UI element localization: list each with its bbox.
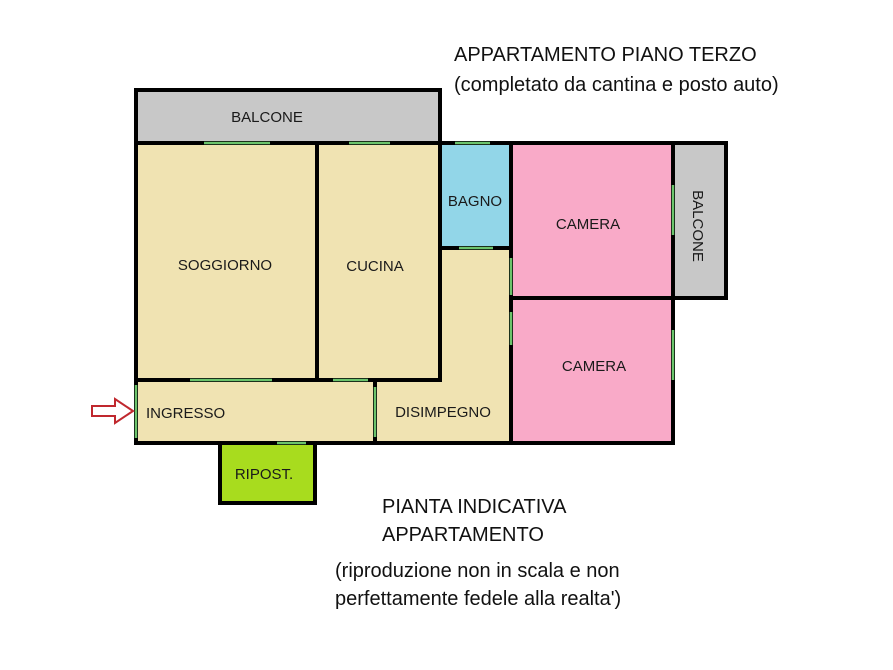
room-soggiorno xyxy=(136,143,317,380)
room-ingresso xyxy=(136,380,375,443)
label-ripostiglio: RIPOST. xyxy=(235,466,293,483)
header-title: APPARTAMENTO PIANO TERZO xyxy=(454,44,757,66)
footer-note-line1: (riproduzione non in scala e non xyxy=(335,560,620,582)
room-camera-2 xyxy=(511,298,673,443)
footer-title-line1: PIANTA INDICATIVA xyxy=(382,496,567,518)
label-balcone-top: BALCONE xyxy=(231,109,303,126)
label-cucina: CUCINA xyxy=(346,258,404,275)
room-balcone-right xyxy=(673,143,726,298)
label-bagno: BAGNO xyxy=(448,193,502,210)
room-ripostiglio xyxy=(220,443,315,503)
header-subtitle: (completato da cantina e posto auto) xyxy=(454,74,779,96)
door-openings xyxy=(134,141,675,445)
footer-title-line2: APPARTAMENTO xyxy=(382,524,544,546)
label-disimpegno: DISIMPEGNO xyxy=(395,404,491,421)
footer-note-line2: perfettamente fedele alla realta') xyxy=(335,588,622,610)
room-bagno xyxy=(440,143,511,248)
room-balcone-top xyxy=(136,90,440,143)
room-disimpegno xyxy=(375,248,511,443)
label-ingresso: INGRESSO xyxy=(146,405,225,422)
entry-arrow-icon xyxy=(91,397,135,425)
label-soggiorno: SOGGIORNO xyxy=(178,257,272,274)
label-balcone-right: BALCONE xyxy=(689,190,706,262)
label-camera-2: CAMERA xyxy=(562,358,626,375)
label-camera-1: CAMERA xyxy=(556,216,620,233)
room-camera-1 xyxy=(511,143,673,298)
room-cucina xyxy=(317,143,440,380)
